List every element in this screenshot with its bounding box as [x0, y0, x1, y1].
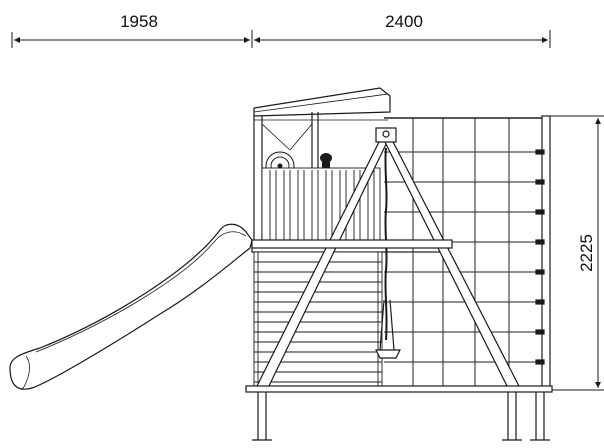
swing-seat	[375, 299, 401, 359]
base-frame	[245, 385, 553, 441]
height-label: 2225	[577, 234, 596, 272]
dimension-slide-width	[11, 30, 253, 48]
slide-width-label: 1958	[120, 12, 158, 31]
swing-a-frame	[251, 127, 521, 389]
slide	[9, 223, 253, 391]
tower-width-label: 2400	[385, 12, 423, 31]
right-post	[535, 115, 551, 391]
telescope-icon	[320, 153, 332, 168]
climbing-net	[384, 117, 548, 388]
dimension-tower-width	[254, 30, 551, 48]
dimension-height	[548, 115, 604, 391]
